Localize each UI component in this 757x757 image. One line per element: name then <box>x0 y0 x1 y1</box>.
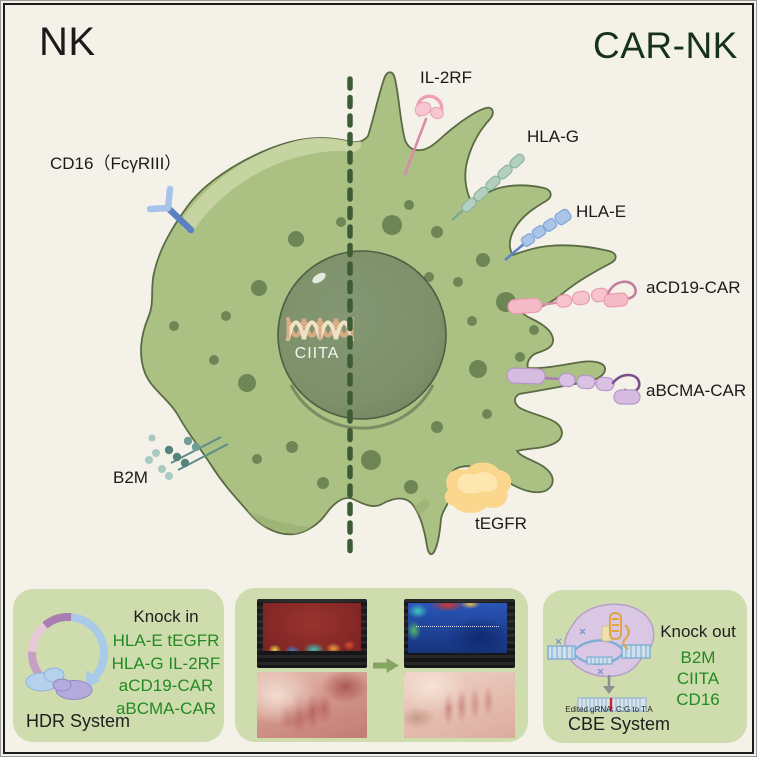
ciita-nucleus-label: CIITA <box>294 345 340 362</box>
elastography-red-overlay <box>263 603 361 651</box>
nucleus <box>277 250 447 430</box>
b2m-receptor-icon <box>145 434 229 480</box>
tumor-skin-after <box>404 672 515 738</box>
nk-title: NK <box>39 20 96 64</box>
edited-dna-bar <box>577 697 647 712</box>
scissor-marks <box>555 628 604 675</box>
hdr-system-panel: Knock in HLA-E tEGFR HLA-G IL-2RF aCD19-… <box>13 589 224 742</box>
carnk-title: CAR-NK <box>593 25 738 66</box>
hlag-receptor-icon <box>451 153 525 221</box>
base-editor-icon <box>547 603 655 712</box>
acd19-car-receptor-icon <box>507 280 637 315</box>
knock-in-item: aBCMA-CAR <box>115 698 217 718</box>
knock-in-item: HLA-E tEGFR <box>112 631 220 650</box>
hdr-system-label: HDR System <box>26 711 131 731</box>
cbe-system-label: CBE System <box>568 714 671 734</box>
cytoplasm-granules <box>169 200 539 494</box>
tumor-after-photo <box>404 672 515 738</box>
elastography-blue-overlay <box>408 603 507 653</box>
il2rf-receptor-icon <box>403 94 444 176</box>
knock-in-item: HLA-G IL-2RF <box>111 653 221 673</box>
knock-in-item: aCD19-CAR <box>118 676 214 695</box>
knock-out-list: B2M CIITA CD16 <box>658 647 738 710</box>
knock-out-heading: Knock out <box>660 622 736 641</box>
ultrasound-after-image <box>404 599 515 668</box>
tumor-before-photo <box>257 672 367 738</box>
imaging-results-panel <box>235 588 528 742</box>
b2m-label: B2M <box>113 468 148 487</box>
tumor-skin-before <box>257 672 367 738</box>
dna-helix-icon <box>285 316 355 342</box>
knock-in-heading: Knock in <box>133 607 199 626</box>
nucleus-highlight <box>312 272 326 284</box>
hlae-receptor-icon <box>504 208 572 261</box>
hlag-label: HLA-G <box>527 127 579 146</box>
cbe-system-panel: Knock out B2M CIITA CD16 Edited gRNA: C:… <box>543 590 747 743</box>
treatment-arrow-icon <box>373 658 399 673</box>
down-arrow-icon <box>603 675 615 694</box>
roi-dotted-line <box>415 626 500 627</box>
abcma-label: aBCMA-CAR <box>646 381 747 400</box>
enzyme-blobs <box>25 667 93 700</box>
hlae-label: HLA-E <box>576 202 627 221</box>
abcma-car-receptor-icon <box>506 367 641 405</box>
cd16-label: CD16（FcγRIII） <box>50 154 182 173</box>
knock-out-item: B2M <box>680 648 716 667</box>
grna-hairpin <box>609 612 630 650</box>
tegfr-marker-icon <box>444 462 512 513</box>
edited-grna-note: Edited gRNA: C:G to T:A <box>565 705 653 714</box>
acd19-label: aCD19-CAR <box>646 278 741 297</box>
knock-out-item: CD16 <box>676 690 720 709</box>
tegfr-label: tEGFR <box>475 514 527 533</box>
knock-out-item: CIITA <box>676 669 720 688</box>
knock-in-list: HLA-E tEGFR HLA-G IL-2RF aCD19-CAR aBCMA… <box>96 630 236 720</box>
il2rf-label: IL-2RF <box>420 68 472 87</box>
dna-strands <box>547 639 651 666</box>
cd16-receptor-icon <box>146 185 195 234</box>
ultrasound-before-image <box>257 599 367 668</box>
plasmid-icon <box>25 613 108 700</box>
